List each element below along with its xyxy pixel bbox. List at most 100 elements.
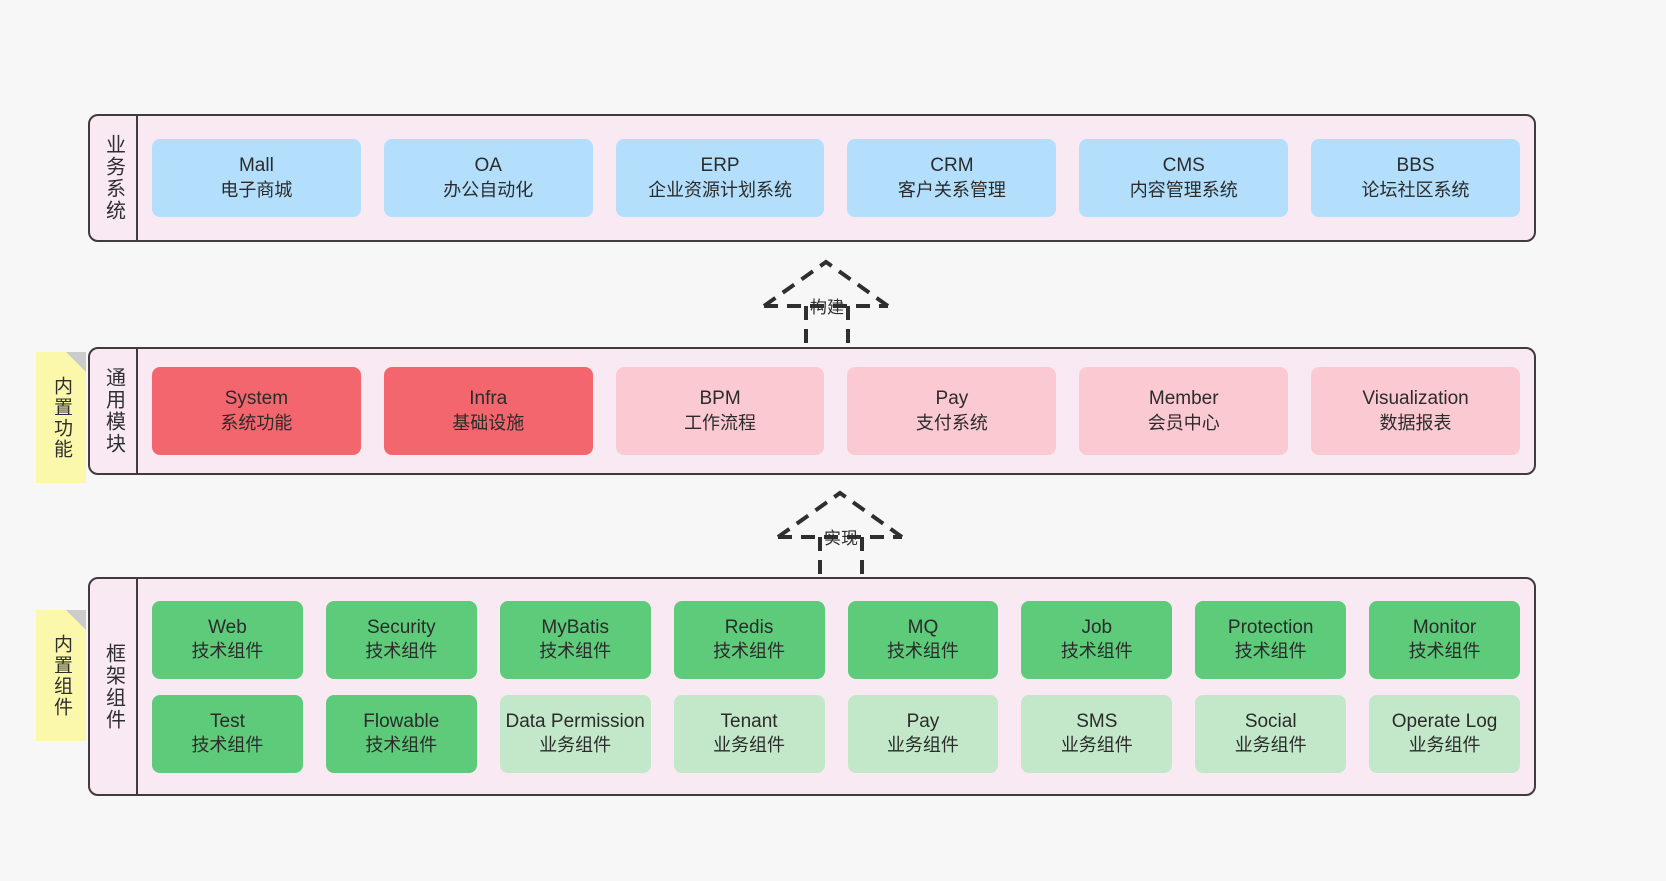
card-title: BPM <box>699 388 741 410</box>
card-web[interactable]: Web 技术组件 <box>152 600 303 679</box>
card-redis[interactable]: Redis 技术组件 <box>673 600 825 679</box>
card-subtitle: 技术组件 <box>1060 641 1133 662</box>
card-subtitle: 客户关系管理 <box>897 179 1006 200</box>
card-erp[interactable]: ERP 企业资源计划系统 <box>615 139 825 217</box>
card-title: SMS <box>1076 710 1118 732</box>
card-member[interactable]: Member 会员中心 <box>1079 367 1289 455</box>
layer-common-modules-body: System 系统功能 Infra 基础设施 BPM 工作流程 Pay 支付系统… <box>138 349 1534 473</box>
card-subtitle: 支付系统 <box>915 412 988 433</box>
card-bpm[interactable]: BPM 工作流程 <box>615 367 825 455</box>
layer-caption-text: 业务系统 <box>102 134 125 222</box>
layer-common-modules-row-0: System 系统功能 Infra 基础设施 BPM 工作流程 Pay 支付系统… <box>152 367 1520 455</box>
card-subtitle: 业务组件 <box>886 735 959 756</box>
card-subtitle: 业务组件 <box>713 735 786 756</box>
card-subtitle: 技术组件 <box>713 641 786 662</box>
card-title: System <box>224 388 289 410</box>
card-title: Operate Log <box>1391 710 1498 732</box>
card-subtitle: 业务组件 <box>1234 735 1307 756</box>
card-subtitle: 电子商城 <box>220 179 293 200</box>
card-cms[interactable]: CMS 内容管理系统 <box>1079 139 1289 217</box>
dashed-hollow-arrow-icon <box>776 490 904 577</box>
card-title: Mall <box>238 155 274 177</box>
card-subtitle: 技术组件 <box>191 641 264 662</box>
page-fold-icon <box>66 352 86 372</box>
card-bbs[interactable]: BBS 论坛社区系统 <box>1311 139 1520 217</box>
card-title: Protection <box>1227 616 1314 638</box>
layer-business-systems: 业务系统 Mall 电子商城 OA 办公自动化 ERP 企业资源计划系统 CRM <box>88 114 1536 242</box>
card-title: Tenant <box>720 710 778 732</box>
card-oa[interactable]: OA 办公自动化 <box>383 139 593 217</box>
card-flowable[interactable]: Flowable 技术组件 <box>325 694 477 773</box>
card-security[interactable]: Security 技术组件 <box>325 600 477 679</box>
card-subtitle: 技术组件 <box>1234 641 1307 662</box>
card-title: Data Permission <box>505 710 645 732</box>
card-subtitle: 数据报表 <box>1379 412 1452 433</box>
card-subtitle: 内容管理系统 <box>1129 179 1238 200</box>
card-subtitle: 工作流程 <box>684 412 757 433</box>
card-monitor[interactable]: Monitor 技术组件 <box>1369 600 1520 679</box>
card-job[interactable]: Job 技术组件 <box>1021 600 1173 679</box>
card-subtitle: 技术组件 <box>539 641 612 662</box>
connector-realize-label: 实现 <box>824 529 858 548</box>
dashed-hollow-arrow-icon <box>762 259 890 346</box>
layer-common-modules: 通用模块 System 系统功能 Infra 基础设施 BPM 工作流程 Pay <box>88 347 1536 475</box>
card-operate-log[interactable]: Operate Log 业务组件 <box>1369 694 1520 773</box>
card-pay-component[interactable]: Pay 业务组件 <box>847 694 999 773</box>
page-fold-icon <box>66 610 86 630</box>
card-title: Test <box>210 710 245 732</box>
layer-framework-components: 框架组件 Web 技术组件 Security 技术组件 MyBatis 技术组件… <box>88 577 1536 796</box>
card-mq[interactable]: MQ 技术组件 <box>847 600 999 679</box>
card-tenant[interactable]: Tenant 业务组件 <box>673 694 825 773</box>
card-subtitle: 系统功能 <box>220 412 293 433</box>
card-subtitle: 业务组件 <box>1060 735 1133 756</box>
card-title: Monitor <box>1412 616 1477 638</box>
card-subtitle: 企业资源计划系统 <box>648 179 793 200</box>
note-label: 内置功能 <box>50 375 72 460</box>
layer-caption-text: 框架组件 <box>102 642 125 731</box>
layer-framework-components-body: Web 技术组件 Security 技术组件 MyBatis 技术组件 Redi… <box>138 579 1534 794</box>
card-title: Member <box>1148 388 1219 410</box>
card-subtitle: 业务组件 <box>1408 735 1481 756</box>
card-visualization[interactable]: Visualization 数据报表 <box>1311 367 1520 455</box>
card-infra[interactable]: Infra 基础设施 <box>383 367 593 455</box>
connector-realize: 实现 <box>770 487 926 577</box>
card-subtitle: 技术组件 <box>365 641 438 662</box>
note-builtin-component: 内置组件 <box>36 610 86 741</box>
card-title: MQ <box>907 616 939 638</box>
card-subtitle: 技术组件 <box>886 641 959 662</box>
card-data-permission[interactable]: Data Permission 业务组件 <box>499 694 651 773</box>
layer-common-modules-caption: 通用模块 <box>90 349 138 473</box>
card-crm[interactable]: CRM 客户关系管理 <box>847 139 1057 217</box>
card-title: BBS <box>1396 155 1435 177</box>
card-title: MyBatis <box>541 616 609 638</box>
card-title: Visualization <box>1362 388 1469 410</box>
card-title: Pay <box>906 710 940 732</box>
card-subtitle: 办公自动化 <box>443 179 534 200</box>
card-system[interactable]: System 系统功能 <box>152 367 361 455</box>
card-test[interactable]: Test 技术组件 <box>152 694 303 773</box>
card-subtitle: 会员中心 <box>1147 412 1220 433</box>
layer-framework-components-row-1: Test 技术组件 Flowable 技术组件 Data Permission … <box>152 694 1520 773</box>
card-title: Social <box>1244 710 1297 732</box>
card-title: Redis <box>724 616 774 638</box>
card-mybatis[interactable]: MyBatis 技术组件 <box>499 600 651 679</box>
card-mall[interactable]: Mall 电子商城 <box>152 139 361 217</box>
card-pay-module[interactable]: Pay 支付系统 <box>847 367 1057 455</box>
card-subtitle: 基础设施 <box>452 412 525 433</box>
layer-framework-components-row-0: Web 技术组件 Security 技术组件 MyBatis 技术组件 Redi… <box>152 600 1520 679</box>
card-title: Infra <box>469 388 508 410</box>
layer-business-systems-body: Mall 电子商城 OA 办公自动化 ERP 企业资源计划系统 CRM 客户关系… <box>138 116 1534 240</box>
card-title: Flowable <box>363 710 440 732</box>
card-title: CMS <box>1162 155 1205 177</box>
card-subtitle: 技术组件 <box>1408 641 1481 662</box>
card-protection[interactable]: Protection 技术组件 <box>1195 600 1347 679</box>
card-sms[interactable]: SMS 业务组件 <box>1021 694 1173 773</box>
layer-framework-components-caption: 框架组件 <box>90 579 138 794</box>
card-title: OA <box>474 155 502 177</box>
card-social[interactable]: Social 业务组件 <box>1195 694 1347 773</box>
note-builtin-function: 内置功能 <box>36 352 86 483</box>
card-subtitle: 技术组件 <box>365 735 438 756</box>
note-label: 内置组件 <box>50 633 72 718</box>
card-title: CRM <box>930 155 974 177</box>
